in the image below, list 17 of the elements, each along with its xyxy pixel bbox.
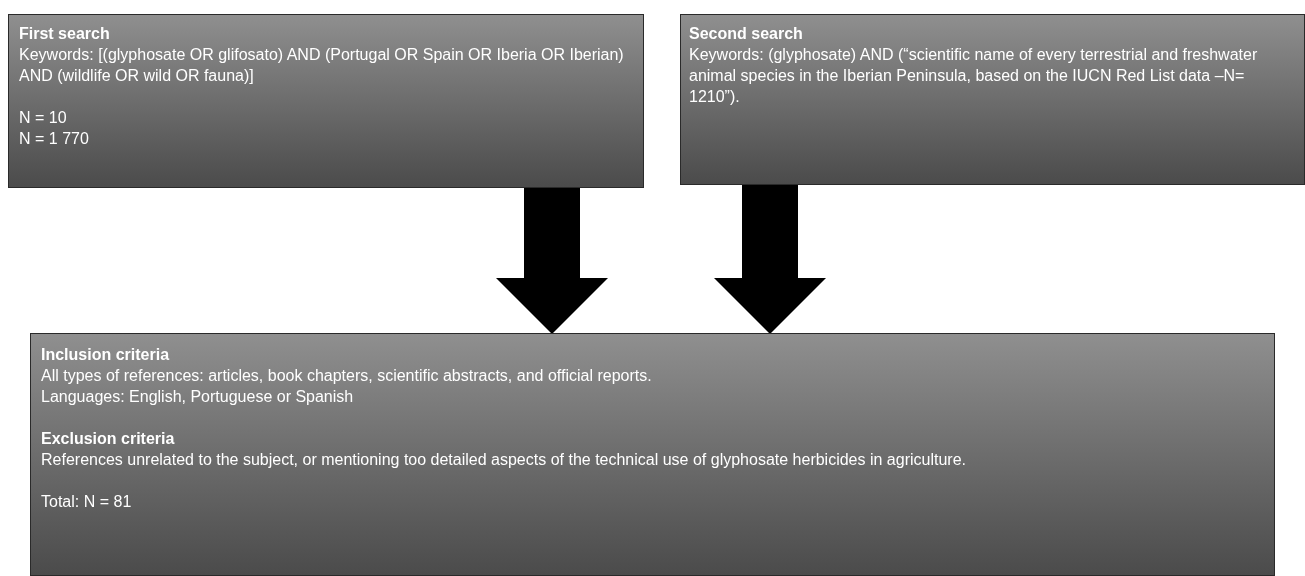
box-text: Total: N = 81 [41,492,133,512]
box-text: N = 10 [19,108,68,128]
box-heading: Second search [689,24,804,44]
box-text: References unrelated to the subject, or mentioning too detailed aspects of the technical use of glyphosate herbicides in agriculture. [41,450,967,470]
box-text: N = 1 770 [19,129,90,149]
box-heading: First search [19,24,111,44]
box-heading: Inclusion criteria [41,345,171,365]
block-arrow [714,185,826,334]
box-heading: Exclusion criteria [41,429,176,449]
block-arrow [496,188,608,334]
box-text: All types of references: articles, book chapters, scientific abstracts, and official reports. [41,366,653,386]
box-text: Keywords: (glyphosate) AND (“scientific name of every terrestrial and freshwater animal species in the Iberian Peninsula, based on the IUCN Red List data –N= 1210”). [689,45,1259,107]
box-text: Keywords: [(glyphosate OR glifosato) AND (Portugal OR Spain OR Iberia OR Iberian) AND (wildlife OR wild OR fauna)] [19,45,625,86]
criteria-box [30,333,1275,576]
search-box [680,14,1305,185]
box-text: Languages: English, Portuguese or Spanish [41,387,355,407]
search-box [8,14,644,188]
